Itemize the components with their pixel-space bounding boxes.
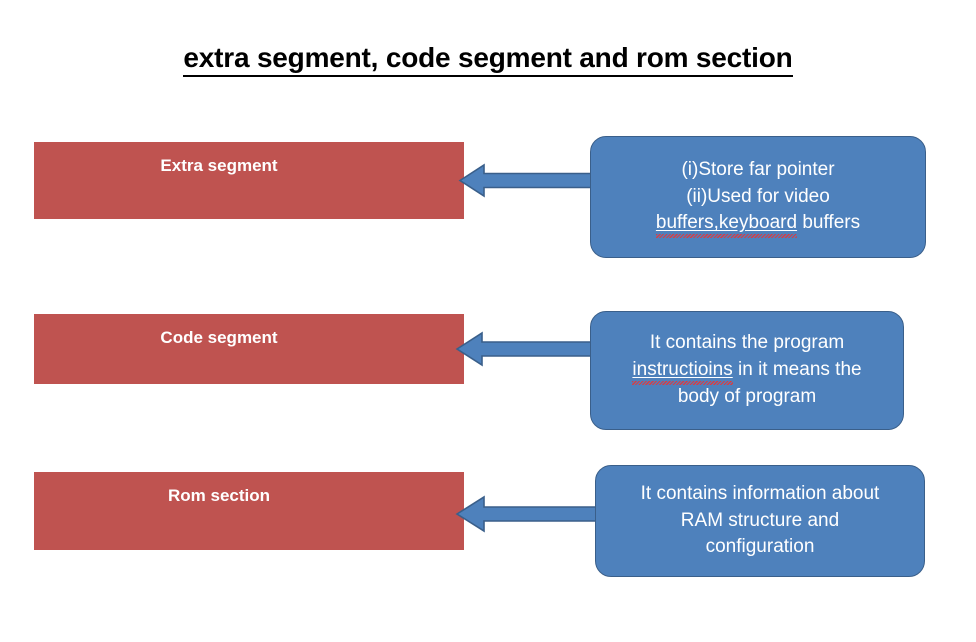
callout-line: body of program — [677, 385, 817, 407]
callout-line: It contains the program — [649, 332, 845, 354]
page-title: extra segment, code segment and rom sect… — [0, 42, 976, 77]
callout-line: instructioins in it means the — [605, 357, 889, 384]
segment-box-code-segment[interactable]: Code segment — [34, 314, 464, 384]
arrow-rom-section — [455, 495, 600, 533]
arrow-code-segment — [455, 331, 595, 367]
segment-box-label: Extra segment — [160, 156, 278, 175]
callout-line: buffers,keyboard buffers — [605, 210, 911, 237]
callout-line-suffix: in it means the — [732, 359, 862, 381]
callout-text: It contains the program instructioins in… — [605, 330, 889, 411]
page-title-text: extra segment, code segment and rom sect… — [183, 42, 793, 77]
segment-box-label: Code segment — [160, 328, 278, 347]
misspelled-word: buffers,keyboard — [655, 212, 798, 234]
callout-extra-segment[interactable]: (i)Store far pointer (ii)Used for video … — [590, 136, 926, 258]
callout-line-suffix: buffers — [797, 212, 861, 234]
arrow-extra-segment — [458, 163, 596, 198]
callout-text: (i)Store far pointer (ii)Used for video … — [605, 157, 911, 238]
misspelled-word: instructioins — [632, 359, 733, 381]
callout-line: (ii)Used for video — [686, 185, 830, 207]
segment-box-extra-segment[interactable]: Extra segment — [34, 142, 464, 219]
callout-text: It contains information about RAM struct… — [610, 481, 910, 562]
segment-box-rom-section[interactable]: Rom section — [34, 472, 464, 550]
callout-line: (i)Store far pointer — [681, 158, 835, 180]
callout-line: It contains information about — [640, 482, 880, 504]
callout-rom-section[interactable]: It contains information about RAM struct… — [595, 465, 925, 577]
callout-code-segment[interactable]: It contains the program instructioins in… — [590, 311, 904, 430]
callout-line: configuration — [705, 536, 815, 558]
callout-line: RAM structure and — [680, 509, 840, 531]
segment-box-label: Rom section — [167, 486, 271, 505]
